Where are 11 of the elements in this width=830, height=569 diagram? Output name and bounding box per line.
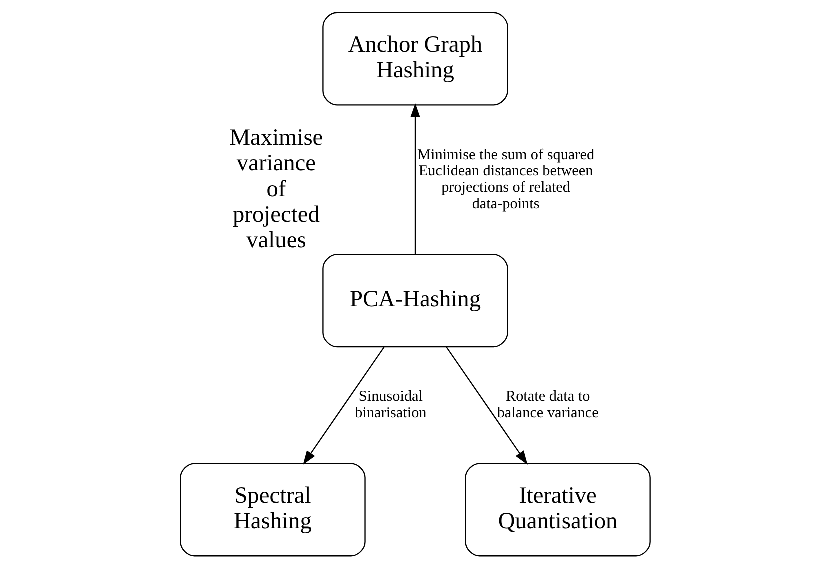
node-box: Iterative Quantisation [464,463,650,557]
arrow [302,347,384,465]
edge-label: Minimise the sum of squared Euclidean distances between projections of related data-points [417,146,594,212]
arrow [410,103,420,254]
node-box: PCA-Hashing [322,254,508,348]
edge-label: Sinusoidal binarisation [354,388,426,422]
node-label: Maximise variance of projected values [229,124,323,254]
arrow [446,347,528,465]
edge-label: Rotate data to balance variance [496,388,598,422]
node-box: Spectral Hashing [180,463,366,557]
node-box: Anchor Graph Hashing [322,12,508,106]
